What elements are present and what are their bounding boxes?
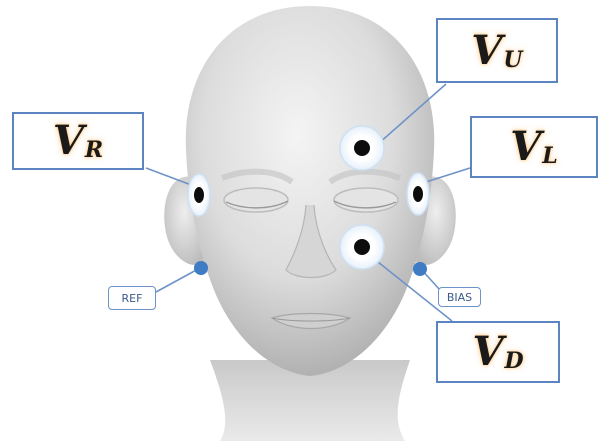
label-ref: REF bbox=[108, 286, 156, 310]
label-v-r-main: V bbox=[53, 121, 84, 161]
label-v-l-main: V bbox=[510, 127, 541, 167]
electrode-vr bbox=[188, 174, 210, 216]
label-v-r-sub: R bbox=[85, 139, 103, 161]
label-v-l-sub: L bbox=[542, 145, 557, 167]
label-v-d-sub: D bbox=[504, 350, 523, 372]
electrode-vd bbox=[340, 225, 384, 269]
label-bias: BIAS bbox=[438, 287, 481, 307]
label-v-u-main: V bbox=[471, 31, 502, 71]
electrode-vl bbox=[407, 173, 429, 215]
label-v-u-sub: U bbox=[503, 49, 522, 71]
electrode-vu bbox=[340, 126, 384, 170]
electrode-ref bbox=[194, 261, 208, 275]
electrode-bias bbox=[413, 262, 427, 276]
label-v-d-main: V bbox=[472, 332, 503, 372]
